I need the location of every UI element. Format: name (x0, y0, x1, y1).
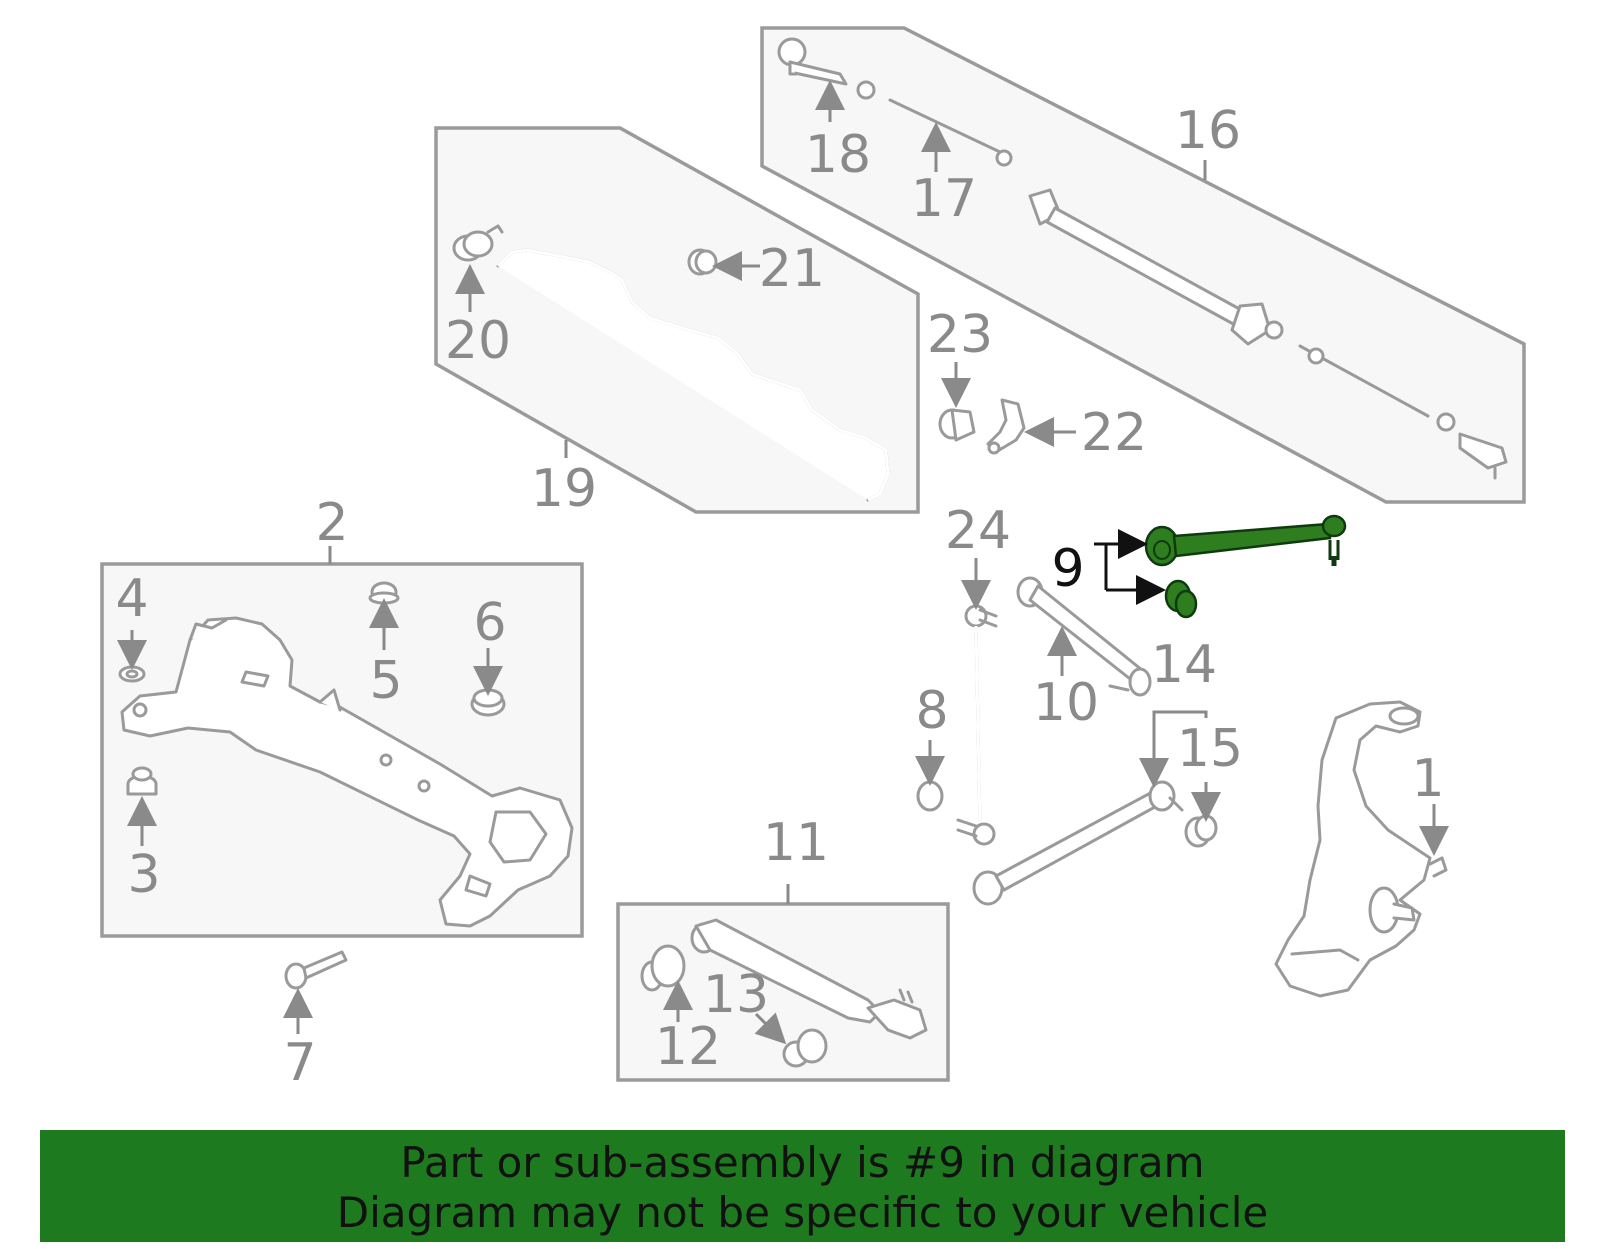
part-22-bracket[interactable] (986, 398, 1026, 455)
callout-13: 13 (703, 965, 769, 1025)
callout-2: 2 (315, 493, 348, 553)
callout-23: 23 (927, 305, 993, 365)
callout-7: 7 (283, 1033, 316, 1093)
part-5-cap[interactable] (368, 581, 400, 605)
part-19-stabilizer-bar[interactable] (496, 248, 890, 502)
part-16-steering-rack[interactable] (1028, 188, 1508, 480)
callout-20: 20 (445, 311, 511, 371)
panel-11 (616, 884, 950, 1082)
callout-19: 19 (531, 459, 597, 519)
callout-21: 21 (759, 239, 825, 299)
panel-16 (760, 26, 1526, 504)
callout-10: 10 (1033, 673, 1099, 733)
part-9-lateral-link[interactable] (1144, 514, 1347, 567)
callout-6: 6 (473, 593, 506, 653)
callout-12: 12 (655, 1017, 721, 1077)
part-7-bolt[interactable] (284, 950, 348, 990)
part-10-arm[interactable] (1016, 576, 1152, 697)
callout-16: 16 (1175, 101, 1241, 161)
part-3-nut[interactable] (126, 766, 158, 796)
part-24-stabilizer-link[interactable] (956, 604, 998, 846)
part-1-knuckle[interactable] (1274, 700, 1448, 998)
callout-4: 4 (115, 569, 148, 629)
info-banner: Part or sub-assembly is #9 in diagram Di… (40, 1130, 1565, 1242)
callout-8: 8 (915, 681, 948, 741)
part-21-bushing[interactable] (687, 248, 718, 276)
part-14-trailing-arm[interactable] (972, 780, 1184, 906)
callout-17: 17 (911, 169, 977, 229)
callout-3: 3 (127, 845, 160, 905)
part-8-bushing[interactable] (916, 780, 944, 812)
callout-22: 22 (1081, 403, 1147, 463)
callout-11: 11 (763, 813, 829, 873)
banner-line-2: Diagram may not be specific to your vehi… (336, 1188, 1269, 1237)
part-2-subframe[interactable] (120, 616, 574, 928)
callout-14: 14 (1151, 635, 1217, 695)
part-18-ball-joint[interactable] (777, 37, 876, 100)
callout-9: 9 (1051, 539, 1084, 599)
part-15-bushing[interactable] (1184, 814, 1218, 848)
part-12-bushing[interactable] (640, 944, 686, 992)
panel-2 (100, 546, 584, 938)
callout-5: 5 (369, 651, 402, 711)
part-4-washer[interactable] (118, 665, 146, 683)
part-13-bushing[interactable] (782, 1028, 828, 1068)
banner-line-1: Part or sub-assembly is #9 in diagram (400, 1138, 1205, 1187)
callout-1: 1 (1411, 749, 1444, 809)
part-6-plug[interactable] (470, 688, 506, 717)
panel-19 (434, 126, 920, 514)
part-23-bushing[interactable] (938, 408, 976, 442)
callout-18: 18 (805, 125, 871, 185)
callout-15: 15 (1177, 719, 1243, 779)
parts-diagram: 1 2 3 4 5 6 7 8 9 10 11 12 13 14 15 16 1… (100, 26, 1526, 1093)
part-9-bushing[interactable] (1164, 579, 1198, 619)
part-11-control-arm[interactable] (690, 918, 928, 1040)
callout-24: 24 (945, 501, 1011, 561)
part-20-bushing-clamp[interactable] (452, 224, 504, 262)
